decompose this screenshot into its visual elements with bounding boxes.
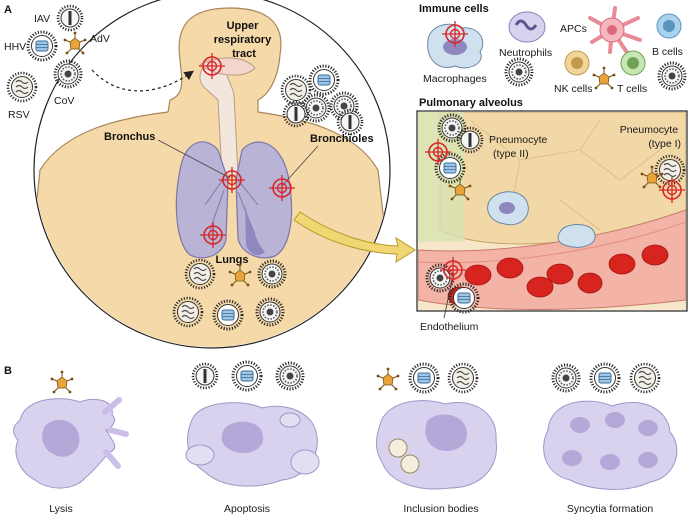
label-macrophages: Macrophages <box>423 73 487 85</box>
apc-icon <box>588 6 642 56</box>
label-apcs: APCs <box>560 23 587 35</box>
panel-a-label: A <box>4 4 12 16</box>
label-upper-tract: Upper respiratory tract <box>214 20 275 60</box>
label-cov: CoV <box>54 95 74 107</box>
panel-b-label: B <box>4 365 12 377</box>
label-hhv: HHV <box>4 41 26 53</box>
caption-inclusion-bodies: Inclusion bodies <box>403 503 478 515</box>
b-cell-icon <box>656 13 682 39</box>
alveolus-title: Pulmonary alveolus <box>419 97 523 109</box>
lysis-cell: Lysis <box>13 370 129 515</box>
left-lung <box>175 141 229 259</box>
label-neutrophils: Neutrophils <box>499 47 552 59</box>
immune-cells-title: Immune cells <box>419 3 489 15</box>
inclusion-bodies-cell: Inclusion bodies <box>376 362 497 515</box>
label-adv: AdV <box>90 33 110 45</box>
t-cell-icon <box>620 50 646 76</box>
nk-cell-icon <box>564 50 590 76</box>
label-rsv: RSV <box>8 109 30 121</box>
zoom-arrow <box>293 211 416 263</box>
body-circle <box>33 0 391 349</box>
label-nk-cells: NK cells <box>554 83 593 95</box>
label-pneumocyte-ii: Pneumocyte (type II) <box>489 134 550 160</box>
label-bronchioles: Bronchioles <box>310 133 374 145</box>
caption-lysis: Lysis <box>49 503 73 515</box>
right-lung <box>235 141 293 259</box>
infection-arrow <box>91 69 194 92</box>
syncytia-cell: Syncytia formation <box>543 362 678 515</box>
caption-apoptosis: Apoptosis <box>224 503 270 515</box>
blood-vessel <box>418 209 686 310</box>
apoptosis-cell: Apoptosis <box>185 360 320 515</box>
label-endothelium: Endothelium <box>420 321 479 333</box>
label-b-cells: B cells <box>652 46 683 58</box>
label-lungs: Lungs <box>216 254 249 266</box>
caption-syncytia: Syncytia formation <box>567 503 654 515</box>
alveolus-box <box>416 110 688 312</box>
label-iav: IAV <box>34 13 50 25</box>
label-bronchus: Bronchus <box>104 131 155 143</box>
label-t-cells: T cells <box>617 83 647 95</box>
label-pneumocyte-i: Pneumocyte (type I) <box>620 124 681 150</box>
neutrophil-icon <box>508 11 546 43</box>
